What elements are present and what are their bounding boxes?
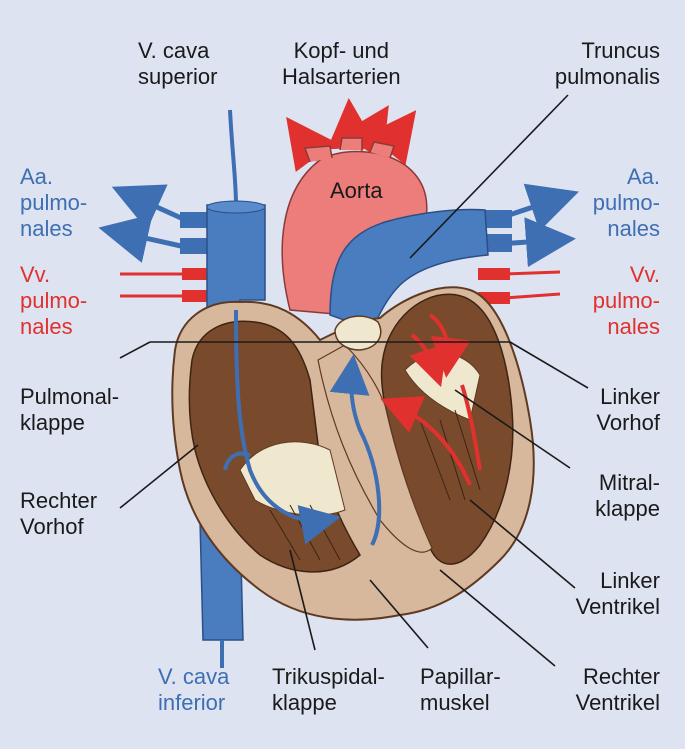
left-heart-flow <box>380 313 482 486</box>
label-linker-vorhof: Linker Vorhof <box>596 384 660 435</box>
right-pulmonary-veins <box>478 268 561 304</box>
superior-vena-cava <box>206 204 266 311</box>
label-kopf-halsarterien: Kopf- und Halsarterien <box>282 38 401 89</box>
svc-blood-line <box>228 109 238 206</box>
label-aa-pulmonales-left: Aa. pulmo- nales <box>20 164 88 241</box>
left-pulmonary-veins <box>120 268 210 302</box>
label-pulmonalklappe: Pulmonal- klappe <box>20 384 120 435</box>
label-aa-pulmonales-right: Aa. pulmo- nales <box>592 164 660 241</box>
label-rechter-vorhof: Rechter Vorhof <box>20 488 98 539</box>
left-pulmonary-arteries <box>98 184 210 263</box>
leader-lines <box>119 94 589 667</box>
right-pulmonary-arteries <box>478 183 579 268</box>
pulmonary-trunk <box>329 208 489 331</box>
label-linker-ventrikel: Linker Ventrikel <box>575 568 660 619</box>
label-papillarmuskel: Papillar- muskel <box>420 664 501 715</box>
label-trikuspidalklappe: Trikuspidal- klappe <box>272 664 385 715</box>
label-rechter-ventrikel: Rechter Ventrikel <box>575 664 660 715</box>
label-vv-pulmonales-right: Vv. pulmo- nales <box>592 262 660 339</box>
pulmonary-valve <box>334 315 382 351</box>
label-mitralklappe: Mitral- klappe <box>595 470 660 521</box>
label-v-cava-inferior: V. cava inferior <box>158 664 230 715</box>
label-truncus-pulmonalis: Truncus pulmonalis <box>554 38 660 89</box>
label-vv-pulmonales-left: Vv. pulmo- nales <box>20 262 88 339</box>
label-aorta: Aorta <box>330 178 383 203</box>
right-heart-flow <box>223 309 382 546</box>
label-v-cava-superior: V. cava superior <box>138 38 218 89</box>
septum <box>317 344 433 553</box>
aorta-branches <box>303 137 395 163</box>
